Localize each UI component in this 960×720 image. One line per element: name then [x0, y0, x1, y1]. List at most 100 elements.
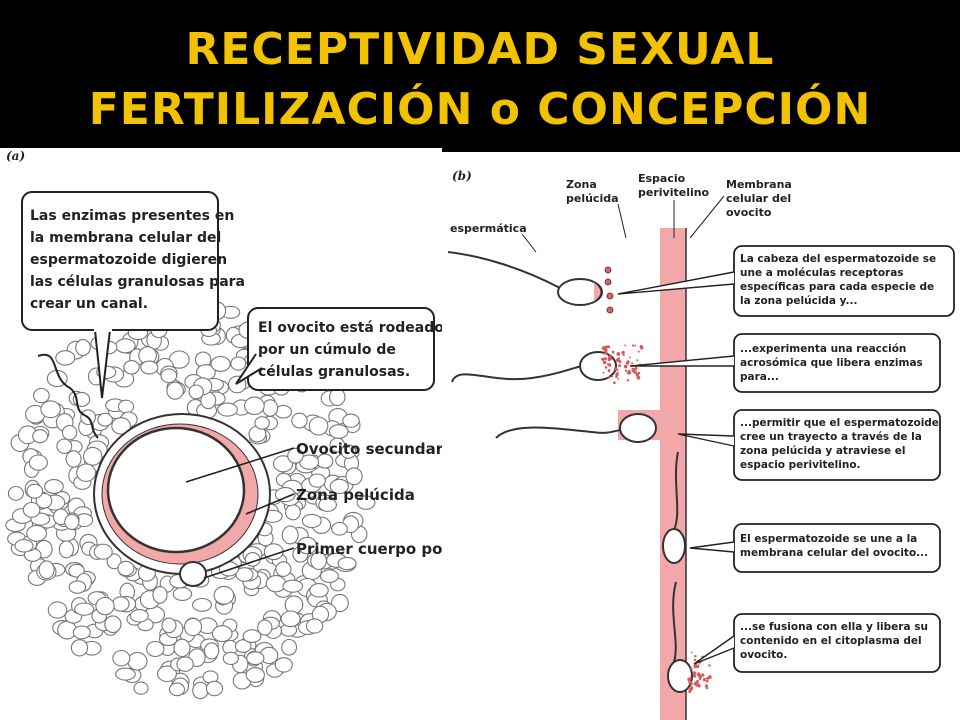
- enzymes-box-pointer: [94, 329, 111, 399]
- enzyme-particle: [637, 350, 640, 353]
- enzyme-particle: [604, 366, 608, 369]
- granulosa-cell: [26, 524, 48, 542]
- enzyme-particle: [704, 684, 708, 688]
- enzyme-particle: [607, 357, 612, 361]
- granulosa-cell: [106, 553, 122, 570]
- svg-text:espermatozoide digieren: espermatozoide digieren: [30, 252, 227, 268]
- granulosa-cell: [281, 525, 299, 545]
- enzyme-particle: [602, 360, 607, 365]
- polar-body: [179, 561, 207, 587]
- enzyme-particle: [633, 370, 637, 374]
- granulosa-cell: [222, 651, 239, 666]
- granulosa-cell: [281, 638, 298, 656]
- step-box-1: La cabeza del espermatozoide se une a mo…: [617, 245, 955, 317]
- granulosa-cell: [72, 625, 91, 640]
- granulosa-cell: [309, 583, 329, 598]
- receptor: [606, 306, 614, 314]
- enzyme-particle: [634, 344, 637, 347]
- granulosa-cell: [244, 396, 265, 416]
- granulosa-cell: [328, 424, 349, 439]
- granulosa-cell: [38, 560, 55, 580]
- panel-a: (a) Las enzimas presentes en la membrana…: [0, 148, 442, 720]
- granulosa-cell: [55, 350, 76, 366]
- granulosa-cell: [44, 479, 64, 494]
- receptor: [604, 278, 612, 286]
- granulosa-cell: [291, 412, 308, 429]
- granulosa-cell: [183, 617, 203, 637]
- label-membrane-2: celular del: [726, 192, 791, 205]
- enzyme-particle: [691, 651, 693, 654]
- granulosa-cell: [329, 478, 349, 495]
- enzyme-particle: [636, 375, 641, 380]
- svg-text:la membrana celular del: la membrana celular del: [30, 230, 221, 246]
- title-bar: RECEPTIVIDAD SEXUAL FERTILIZACIÓN o CONC…: [0, 0, 960, 148]
- granulosa-cell: [68, 580, 87, 594]
- granulosa-cell: [111, 596, 130, 612]
- enzyme-particle: [705, 679, 709, 683]
- granulosa-cell: [274, 487, 296, 503]
- granulosa-cell: [203, 642, 220, 660]
- svg-text:Las enzimas presentes en: Las enzimas presentes en: [30, 208, 234, 224]
- label-sperm: espermática: [450, 222, 527, 235]
- granulosa-cell: [342, 413, 360, 428]
- enzyme-particle: [615, 375, 618, 379]
- granulosa-cell: [82, 446, 103, 466]
- label-zona-2: pelúcida: [566, 192, 619, 205]
- slide-title-line-1: RECEPTIVIDAD SEXUAL: [185, 24, 775, 75]
- enzyme-particle: [602, 352, 605, 355]
- granulosa-cell: [58, 540, 75, 559]
- granulosa-cell: [176, 656, 194, 672]
- granulosa-cell: [97, 412, 113, 427]
- svg-text:ovocito.: ovocito.: [740, 649, 787, 661]
- granulosa-cell: [76, 463, 97, 482]
- granulosa-cell: [7, 485, 24, 501]
- granulosa-cell: [26, 483, 44, 499]
- granulosa-cell: [14, 539, 34, 553]
- granulosa-cell: [117, 399, 135, 414]
- granulosa-cell: [210, 355, 231, 372]
- granulosa-cell: [265, 575, 287, 593]
- enzyme-particle: [604, 351, 608, 355]
- svg-text:El espermatozoide se une a la: El espermatozoide se une a la: [740, 533, 917, 545]
- granulosa-cell: [319, 569, 339, 583]
- panel-b-diagram: (b) espermática Zona pelúcida Espacio pe…: [447, 169, 955, 720]
- granulosa-cell: [331, 521, 348, 536]
- enzyme-particle: [705, 686, 709, 690]
- svg-text:...permitir que el espermatozo: ...permitir que el espermatozoide: [740, 417, 939, 429]
- svg-text:membrana celular del ovocito..: membrana celular del ovocito...: [740, 547, 928, 559]
- enzymes-box-text: Las enzimas presentes en la membrana cel…: [30, 208, 245, 312]
- label-polar-body: Primer cuerpo polar: [296, 540, 442, 558]
- svg-text:...se fusiona con ella y liber: ...se fusiona con ella y libera su: [740, 621, 928, 633]
- svg-text:células granulosas.: células granulosas.: [258, 364, 410, 380]
- granulosa-cell: [272, 455, 294, 473]
- oocyte-box-pointer: [235, 353, 263, 385]
- granulosa-cell: [168, 682, 186, 697]
- granulosa-cell: [127, 652, 148, 671]
- granulosa-cell: [274, 657, 293, 673]
- granulosa-cell: [123, 360, 140, 375]
- label-space-2: perivitelino: [638, 186, 710, 199]
- granulosa-cell: [172, 587, 193, 601]
- enzyme-particle: [690, 685, 693, 688]
- slide-title-line-2: FERTILIZACIÓN o CONCEPCIÓN: [88, 84, 872, 135]
- granulosa-cell: [74, 602, 95, 616]
- enzyme-particle: [639, 345, 643, 349]
- enzyme-particle: [688, 690, 692, 693]
- granulosa-cell: [32, 429, 49, 444]
- enzyme-particle: [693, 658, 697, 662]
- sperm-4-tail: [673, 451, 679, 531]
- svg-text:para...: para...: [740, 371, 779, 383]
- granulosa-cell: [115, 667, 136, 681]
- sperm-2-head: [579, 351, 617, 381]
- enzyme-particle: [698, 674, 703, 679]
- enzyme-particle: [689, 676, 692, 678]
- enzyme-particle: [702, 678, 706, 682]
- granulosa-cell: [115, 338, 136, 354]
- svg-text:contenido en el citoplasma del: contenido en el citoplasma del: [740, 635, 922, 647]
- enzyme-particle: [688, 680, 693, 685]
- svg-text:por un cúmulo de: por un cúmulo de: [258, 342, 396, 358]
- oocyte-box-text: El ovocito está rodeado por un cúmulo de…: [258, 320, 442, 380]
- receptor: [604, 266, 612, 274]
- panel-b: (b) espermática Zona pelúcida Espacio pe…: [442, 152, 960, 720]
- granulosa-cell: [275, 561, 292, 577]
